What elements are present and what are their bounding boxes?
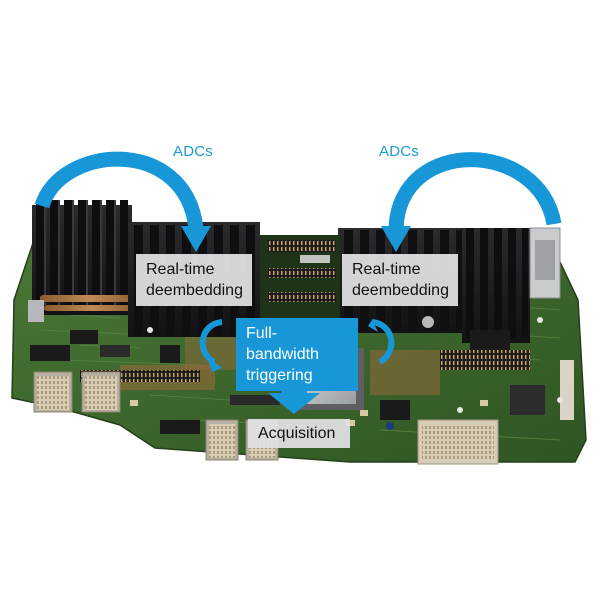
loop-left-arrow-icon [199,319,223,372]
deembedding-label-right: Real-time deembedding [342,254,458,306]
left-adc-arrow-icon [34,151,211,252]
acquisition-text: Acquisition [258,425,336,442]
acquisition-label: Acquisition [248,419,350,448]
triggering-label: Full-bandwidth triggering [236,318,358,391]
front-connectors-left [33,371,121,413]
loop-right-arrow-icon [368,319,395,365]
deembedding-right-line2: deembedding [352,282,449,299]
adc-label-left: ADCs [173,143,213,160]
deembedding-left-line1: Real-time [146,261,215,278]
deembedding-right-line1: Real-time [352,261,421,278]
triggering-line2: triggering [246,367,313,384]
triggering-line1: Full-bandwidth [246,325,319,363]
adc-label-right: ADCs [379,143,419,160]
deembedding-left-line2: deembedding [146,282,243,299]
backplane-connector [417,419,499,465]
deembedding-label-left: Real-time deembedding [136,254,252,306]
left-heatsink [28,200,140,322]
right-adc-arrow-icon [381,152,562,252]
right-heatsink [462,227,561,343]
